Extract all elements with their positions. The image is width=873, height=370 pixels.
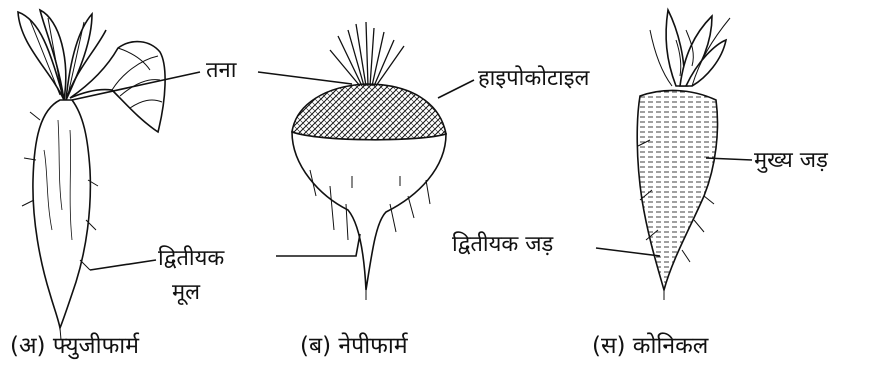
label-stem: तना [206,58,236,84]
label-secondary-root-c: द्वितीयक जड़ [452,232,553,258]
napiform-hypocotyl [292,84,446,140]
label-secondary-root-a-line2: मूल [172,280,200,306]
conical-leaves [650,10,730,86]
caption-fusiform: (अ) फ्युजीफार्म [10,332,139,360]
conical-root-body [637,90,717,290]
leader-stem-b [258,72,352,84]
napiform-root-bulb [292,132,446,290]
napiform-stalks [330,22,404,86]
fusiform-root-drawing [18,10,165,340]
leader-secondary-c [596,248,660,256]
label-hypocotyl: हाइपोकोटाइल [478,66,589,92]
caption-conical: (स) कोनिकल [592,332,708,360]
caption-napiform: (ब) नेपीफार्म [300,332,408,360]
leader-secondary-a [90,260,156,270]
label-secondary-root-a-line1: द्वितीयक [158,246,224,272]
conical-root-drawing [637,10,730,300]
leader-hypocotyl [438,80,474,98]
napiform-root-drawing [292,22,446,300]
fusiform-leaves [18,10,165,132]
label-main-root: मुख्य जड़ [754,148,828,174]
fusiform-root-body [33,100,90,328]
